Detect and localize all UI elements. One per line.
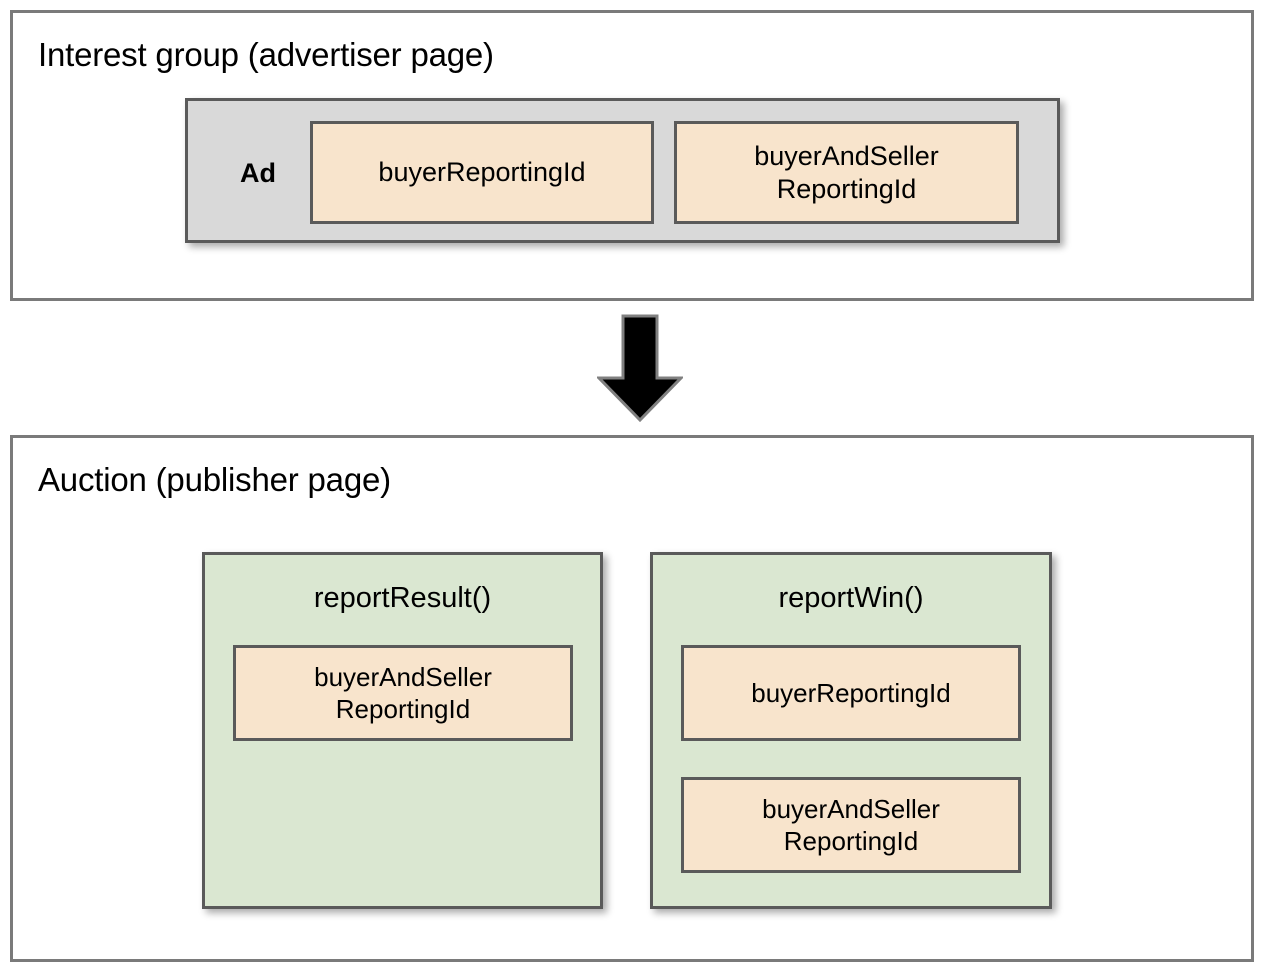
report-win-container: reportWin() buyerReportingId buyerAndSel… (650, 552, 1052, 909)
report-win-buyer-reporting-id-box: buyerReportingId (681, 645, 1021, 741)
report-result-buyer-and-seller-reporting-id-box: buyerAndSeller ReportingId (233, 645, 573, 741)
down-arrow-icon (595, 314, 685, 423)
report-win-title: reportWin() (778, 582, 924, 614)
ad-buyer-and-seller-reporting-id-label: buyerAndSeller ReportingId (754, 140, 939, 204)
ad-container: Ad buyerReportingId buyerAndSeller Repor… (185, 98, 1060, 243)
ad-label: Ad (240, 158, 276, 188)
report-result-title: reportResult() (313, 582, 492, 614)
report-win-buyer-reporting-id-label: buyerReportingId (751, 678, 951, 708)
report-win-buyer-and-seller-reporting-id-box: buyerAndSeller ReportingId (681, 777, 1021, 873)
report-result-buyer-and-seller-reporting-id-label: buyerAndSeller ReportingId (314, 662, 492, 724)
interest-group-panel-title: Interest group (advertiser page) (38, 36, 494, 73)
ad-buyer-reporting-id-label: buyerReportingId (378, 157, 586, 187)
report-result-container: reportResult() buyerAndSeller ReportingI… (202, 552, 603, 909)
auction-panel: Auction (publisher page) (10, 435, 1254, 962)
report-win-buyer-and-seller-reporting-id-label: buyerAndSeller ReportingId (762, 794, 940, 856)
ad-buyer-reporting-id-box: buyerReportingId (310, 121, 654, 224)
auction-panel-title: Auction (publisher page) (38, 461, 391, 498)
ad-buyer-and-seller-reporting-id-box: buyerAndSeller ReportingId (674, 121, 1019, 224)
